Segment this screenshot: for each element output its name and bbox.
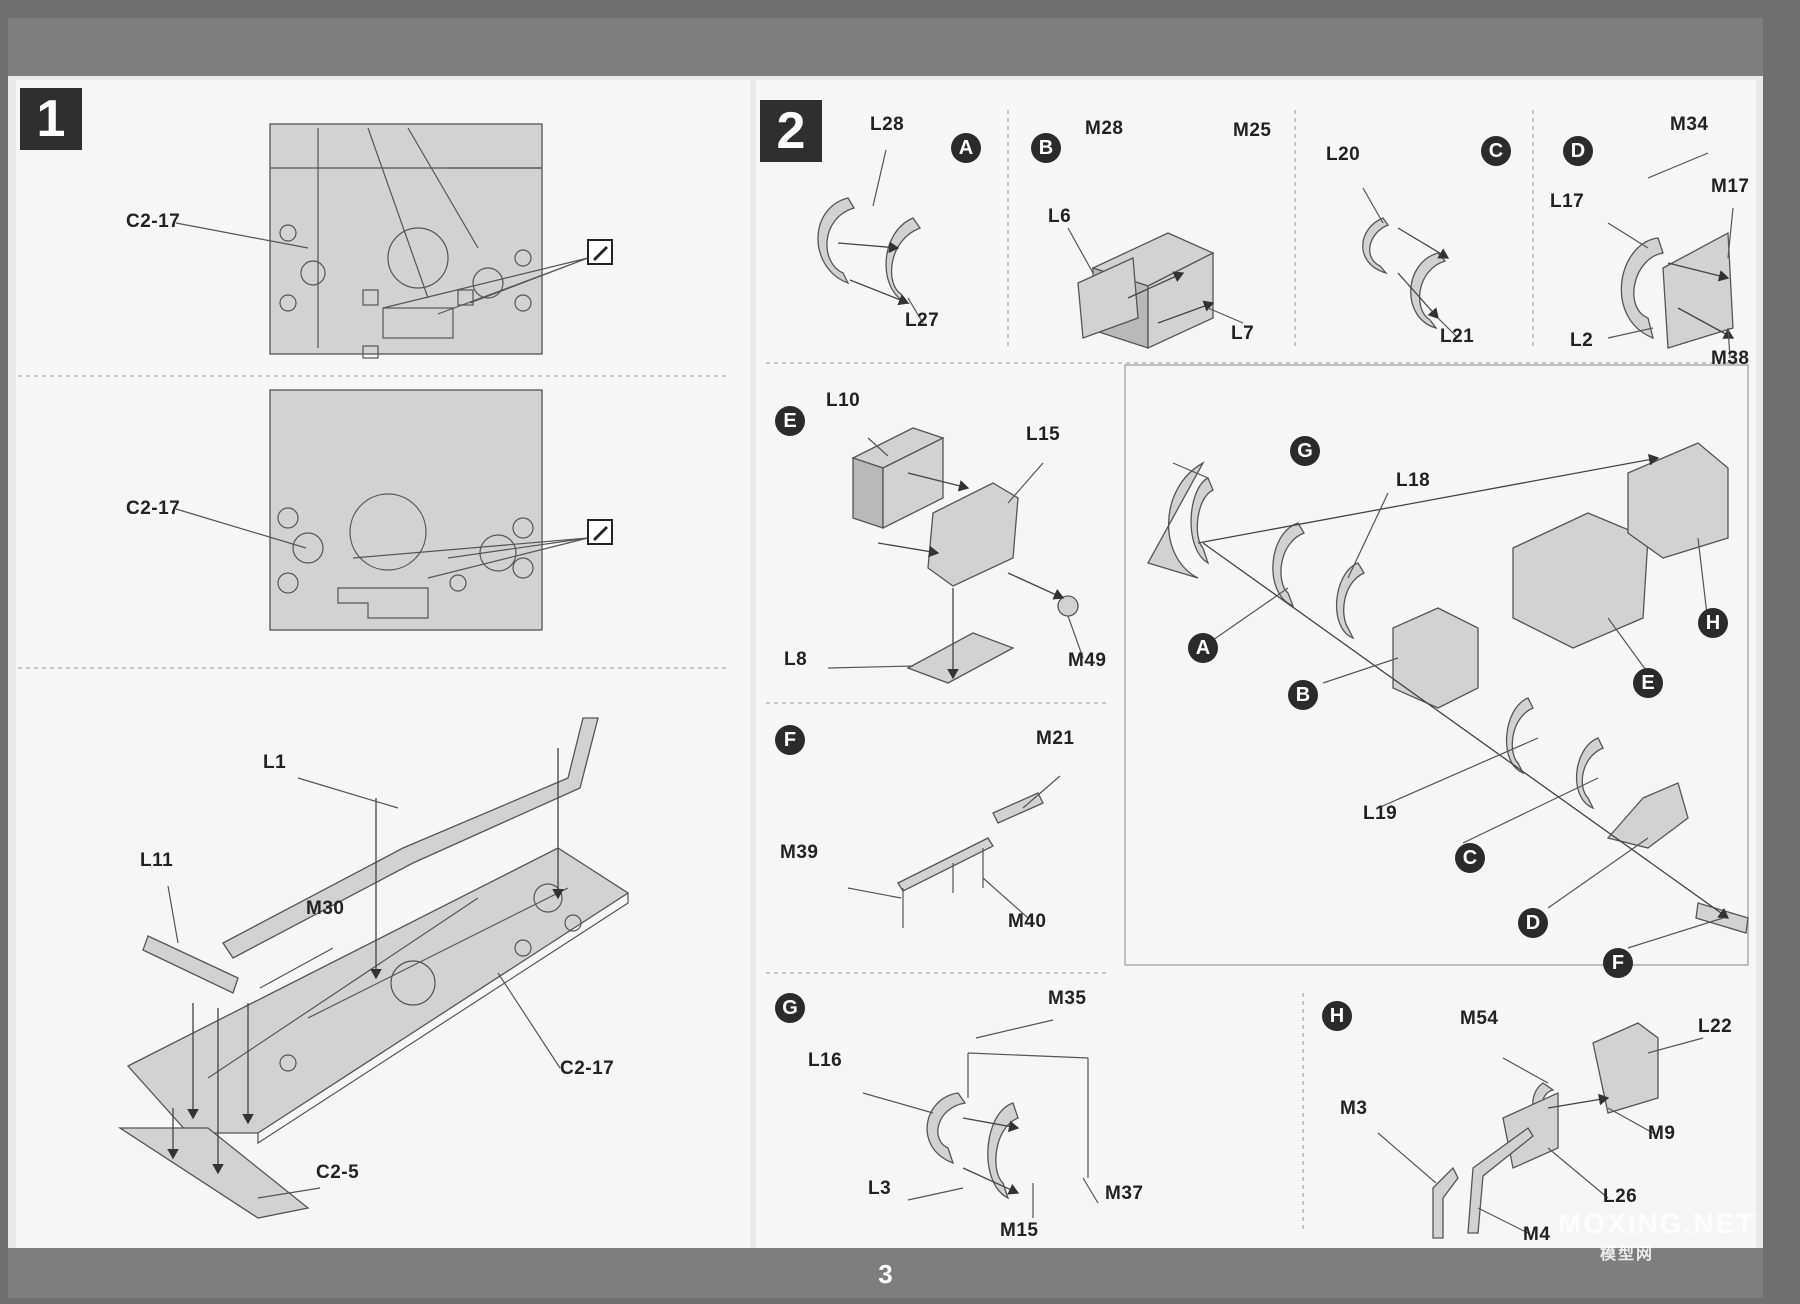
part-label: L15 xyxy=(1026,424,1061,445)
part-label: L27 xyxy=(905,310,940,331)
part-label: L28 xyxy=(870,114,905,135)
hull-plate-top-view-2 xyxy=(269,389,543,631)
callout-bubble-main-h: H xyxy=(1698,608,1728,638)
step-number-2: 2 xyxy=(760,100,822,162)
part-label: L26 xyxy=(1603,1186,1638,1207)
subassembly-e-parts xyxy=(851,427,1079,684)
part-label: L18 xyxy=(1396,470,1431,491)
callout-bubble-main-f: F xyxy=(1603,948,1633,978)
cement-icon xyxy=(587,519,613,545)
callout-bubble-e: E xyxy=(775,406,805,436)
callout-bubble-d: D xyxy=(1563,136,1593,166)
step-number-1: 1 xyxy=(20,88,82,150)
part-label: M49 xyxy=(1068,650,1107,671)
part-label: C2-5 xyxy=(316,1162,360,1183)
part-label: L11 xyxy=(140,850,174,871)
part-label: M34 xyxy=(1670,114,1709,135)
part-label: L7 xyxy=(1231,323,1255,344)
subassembly-g-parts xyxy=(926,1052,1089,1200)
part-label: M21 xyxy=(1036,728,1075,749)
callout-bubble-a: A xyxy=(951,133,981,163)
part-label: L3 xyxy=(868,1178,892,1199)
watermark: MOXING.NET xyxy=(1558,1208,1756,1239)
callout-bubble-main-c: C xyxy=(1455,843,1485,873)
part-label: C2-17 xyxy=(126,211,181,232)
part-label: L22 xyxy=(1698,1016,1733,1037)
part-label: L10 xyxy=(826,390,861,411)
watermark-sub: 模型网 xyxy=(1600,1246,1655,1263)
subassembly-b-parts xyxy=(1077,232,1215,350)
plate-c2-5 xyxy=(117,1127,310,1219)
part-label: M28 xyxy=(1085,118,1124,139)
callout-bubble-main-g: G xyxy=(1290,436,1320,466)
part-label: L19 xyxy=(1363,803,1398,824)
assembly-diagram xyxy=(18,110,1749,1239)
part-label: L16 xyxy=(808,1050,843,1071)
part-label: M54 xyxy=(1460,1008,1499,1029)
callout-bubble-b: B xyxy=(1031,133,1061,163)
callout-bubble-main-b: B xyxy=(1288,680,1318,710)
cement-icon xyxy=(587,239,613,265)
bottom-band: 3 xyxy=(8,1248,1763,1298)
main-assembly xyxy=(1147,442,1749,934)
callout-bubble-main-e: E xyxy=(1633,668,1663,698)
subassembly-c-parts xyxy=(1362,217,1450,330)
callout-bubble-g: G xyxy=(775,993,805,1023)
part-label: M17 xyxy=(1711,176,1750,197)
part-label: L1 xyxy=(263,752,287,773)
part-label: L6 xyxy=(1048,206,1072,227)
callout-bubble-main-a: A xyxy=(1188,633,1218,663)
hull-plate-top-view-1 xyxy=(269,123,543,359)
part-label: L20 xyxy=(1326,144,1361,165)
callout-bubble-c: C xyxy=(1481,136,1511,166)
subassembly-h-parts xyxy=(1432,1022,1659,1239)
part-label: M39 xyxy=(780,842,819,863)
subassembly-d-parts xyxy=(1620,231,1735,349)
callout-bubble-f: F xyxy=(775,725,805,755)
beam-l1 xyxy=(222,717,599,959)
part-label: M38 xyxy=(1711,348,1750,369)
part-label: L8 xyxy=(784,649,808,670)
hull-floor-isometric xyxy=(126,847,630,1145)
part-label: C2-17 xyxy=(126,498,181,519)
part-label: M30 xyxy=(306,898,345,919)
part-label: M37 xyxy=(1105,1183,1144,1204)
part-label: M15 xyxy=(1000,1220,1039,1241)
subassembly-a-parts xyxy=(817,197,922,306)
part-label: L17 xyxy=(1550,191,1585,212)
page-number: 3 xyxy=(878,1259,893,1289)
subassembly-f-parts xyxy=(897,792,1044,928)
part-label: L21 xyxy=(1440,326,1475,347)
callout-bubble-main-d: D xyxy=(1518,908,1548,938)
top-band xyxy=(8,18,1763,76)
part-label: M4 xyxy=(1523,1224,1551,1245)
part-label: M3 xyxy=(1340,1098,1368,1119)
part-label: L2 xyxy=(1570,330,1594,351)
part-label: M40 xyxy=(1008,911,1047,932)
part-label: M9 xyxy=(1648,1123,1676,1144)
part-label: M25 xyxy=(1233,120,1272,141)
part-label: C2-17 xyxy=(560,1058,615,1079)
callout-bubble-h: H xyxy=(1322,1001,1352,1031)
instruction-page: 3 1 2 xyxy=(8,18,1763,1298)
part-label: M35 xyxy=(1048,988,1087,1009)
tube-l11 xyxy=(142,935,239,994)
